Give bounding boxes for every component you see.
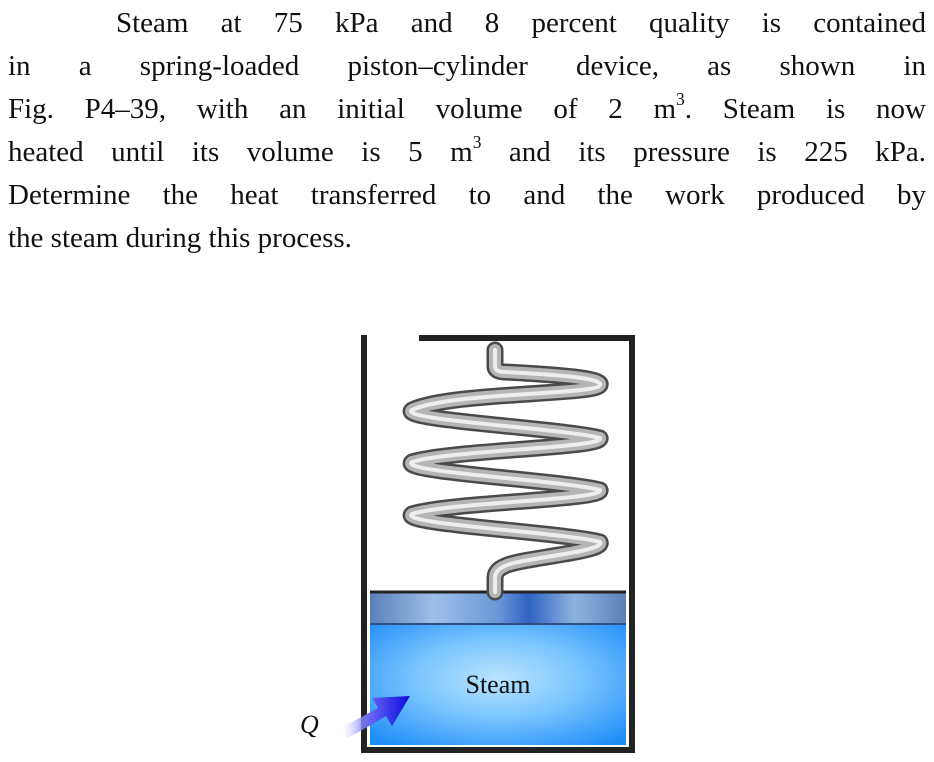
problem-line-4-tail: and its pressure is 225 kPa.	[481, 136, 926, 168]
problem-line-6: the steam during this process.	[8, 222, 352, 254]
cylinder-walls	[361, 335, 635, 753]
problem-line-3: Fig. P4–39, with an initial volume of 2 …	[8, 88, 926, 131]
problem-line-3-tail: . Steam is now	[684, 93, 926, 125]
steam-label: Steam	[466, 670, 531, 699]
problem-line-1: Steam at 75 kPa and 8 percent quality is…	[116, 7, 926, 39]
problem-line-4-text: heated until its volume is 5 m	[8, 136, 473, 168]
problem-statement: Steam at 75 kPa and 8 percent quality is…	[8, 2, 926, 260]
heat-arrow-icon	[340, 696, 410, 738]
problem-line-3-text: Fig. P4–39, with an initial volume of 2 …	[8, 93, 677, 125]
spring	[402, 341, 609, 601]
problem-line-5: Determine the heat transferred to and th…	[8, 179, 926, 211]
superscript-3: 3	[472, 131, 482, 152]
problem-line-2: in a spring-loaded piston–cylinder devic…	[8, 50, 926, 82]
superscript-3: 3	[676, 88, 685, 109]
problem-line-4: heated until its volume is 5 m3 and its …	[8, 131, 926, 174]
steam-region	[370, 624, 626, 745]
heat-q-label: Q	[300, 710, 319, 739]
